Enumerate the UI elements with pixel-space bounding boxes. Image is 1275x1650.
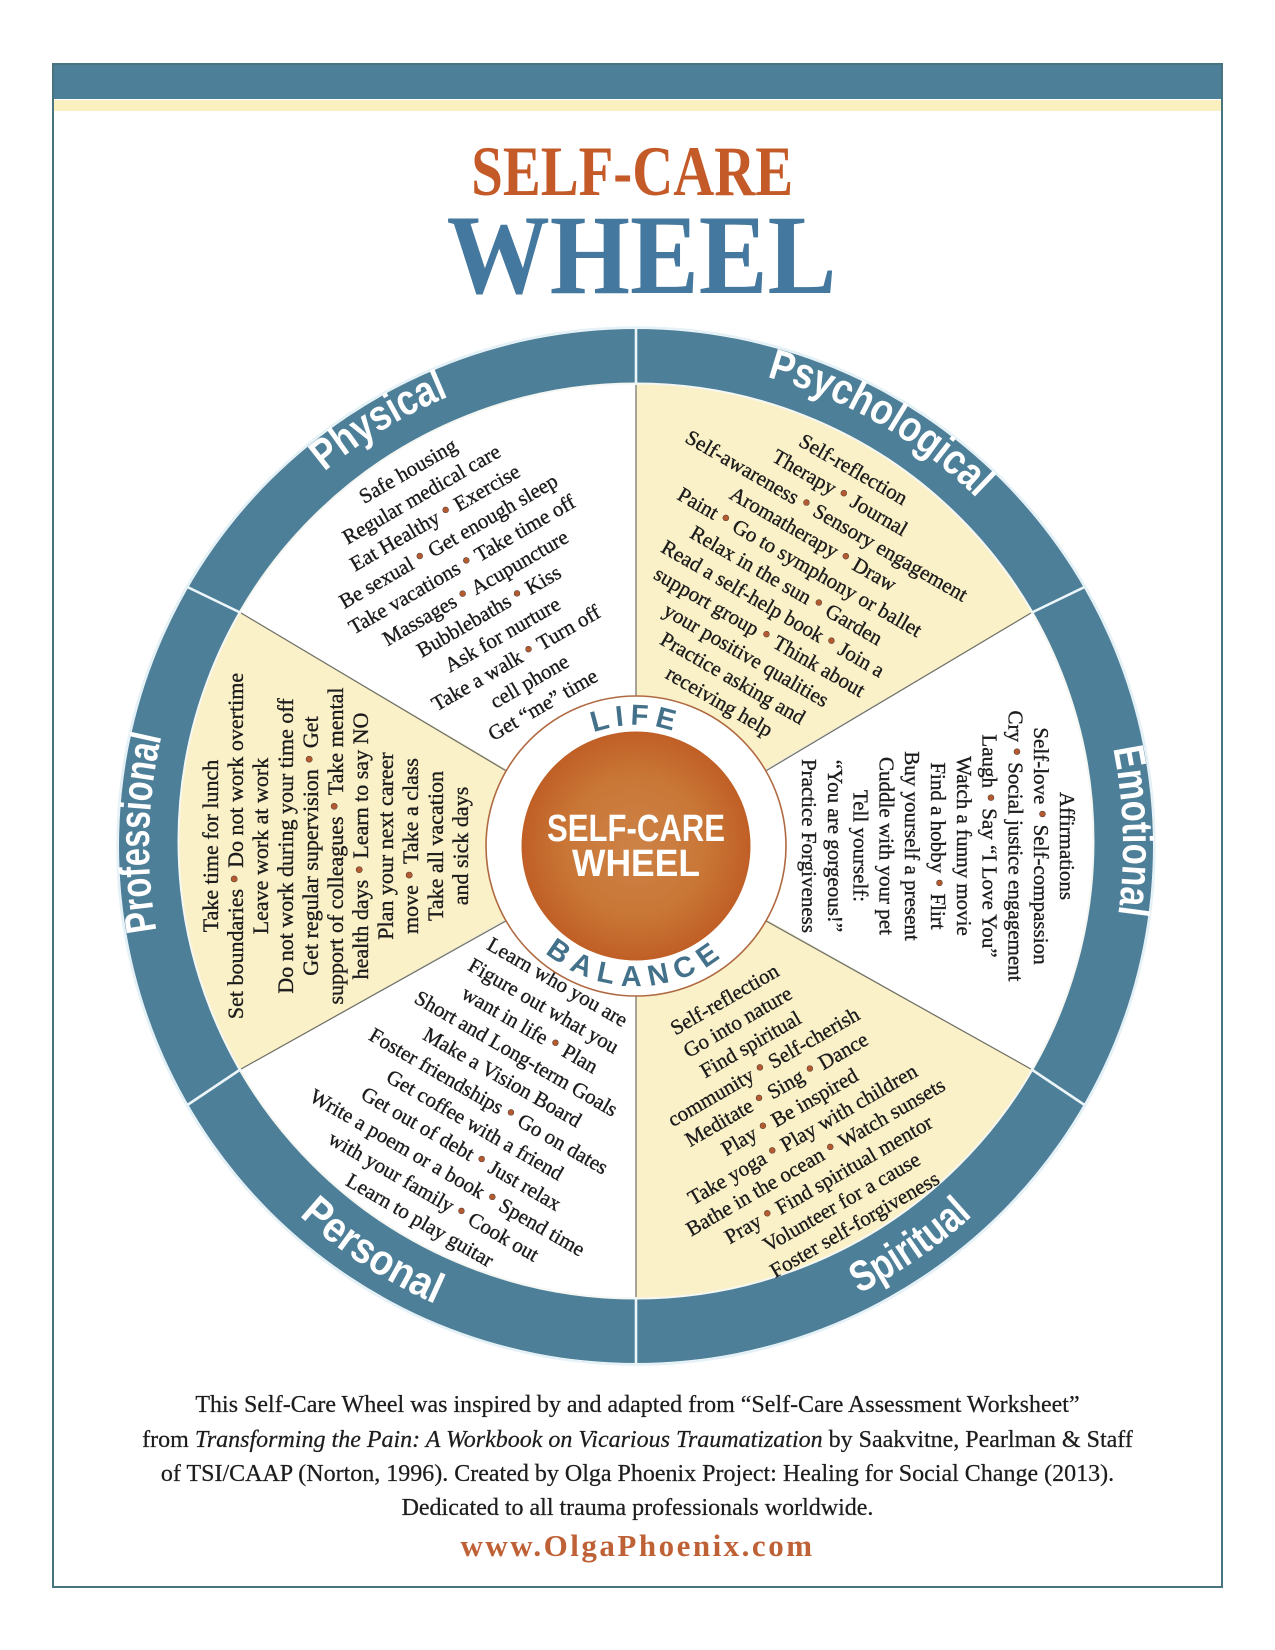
svg-text:Plan your next career: Plan your next career xyxy=(373,752,398,940)
svg-text:Affirmations: Affirmations xyxy=(1055,792,1079,900)
svg-text:SELF-CARE: SELF-CARE xyxy=(547,808,725,850)
svg-text:Leave work at work: Leave work at work xyxy=(248,758,273,935)
svg-text:health days • Learn to say N: health days • Learn to say NO xyxy=(345,713,374,980)
svg-text:Take time for lunch: Take time for lunch xyxy=(198,760,223,933)
svg-text:Tell yourself:: Tell yourself: xyxy=(849,790,873,902)
svg-text:Laugh • Say “I Love You”: Laugh • Say “I Love You” xyxy=(977,734,1004,957)
svg-text:Practice Forgiveness: Practice Forgiveness xyxy=(797,759,821,933)
svg-text:and sick days: and sick days xyxy=(448,787,473,906)
svg-text:Take all vacation: Take all vacation xyxy=(423,771,448,921)
svg-text:Self-love • Self-compassion: Self-love • Self-compassion xyxy=(1028,727,1055,965)
svg-text:WHEEL: WHEEL xyxy=(572,843,700,885)
svg-text:“You are gorgeous!”: “You are gorgeous!” xyxy=(823,760,847,932)
svg-text:support of colleagues • Take: support of colleagues • Take mental xyxy=(320,687,349,1004)
svg-text:Watch a funny movie: Watch a funny movie xyxy=(952,756,976,936)
svg-text:Cry • Social justice engagem: Cry • Social justice engagement xyxy=(1002,710,1029,981)
svg-text:Set boundaries • Do not work: Set boundaries • Do not work overtime xyxy=(220,673,249,1019)
svg-text:Emotional: Emotional xyxy=(1103,742,1161,920)
svg-text:Cuddle with your pet: Cuddle with your pet xyxy=(874,757,898,935)
svg-text:Do not work during your time o: Do not work during your time off xyxy=(273,698,298,994)
svg-text:Get regular supervision • Ge: Get regular supervision • Get xyxy=(295,716,324,975)
svg-text:Find a hobby • Flirt: Find a hobby • Flirt xyxy=(925,762,952,929)
svg-text:Buy yourself a present: Buy yourself a present xyxy=(900,751,924,941)
svg-text:move • Take a class: move • Take a class xyxy=(395,758,424,934)
